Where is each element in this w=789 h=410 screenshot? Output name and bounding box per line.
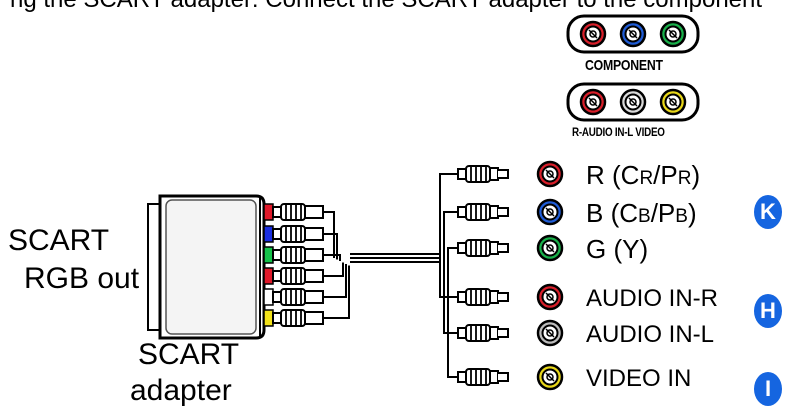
caption-text: ng the SCART adapter: Connect the SCART … bbox=[10, 0, 762, 14]
cable-bundle bbox=[323, 173, 458, 378]
panel-av-jack-icon bbox=[659, 88, 687, 116]
adapter-output-plug bbox=[263, 225, 324, 243]
conn-label-audio-l: AUDIO IN-L bbox=[586, 321, 715, 348]
panel-component-jack-icon bbox=[619, 20, 647, 48]
jack-audio-r-icon bbox=[536, 283, 564, 311]
adapter-label-line1: SCART bbox=[138, 338, 240, 371]
badge-k: K bbox=[754, 195, 782, 229]
adapter-label-line2: adapter bbox=[130, 374, 232, 407]
panel-component-jack-icon bbox=[659, 20, 687, 48]
badge-i: I bbox=[754, 372, 782, 406]
device-rca-plug bbox=[457, 165, 509, 183]
adapter-output-plug bbox=[263, 309, 324, 327]
adapter-output-plug bbox=[263, 203, 324, 221]
conn-label-audio-r: AUDIO IN-R bbox=[586, 285, 718, 312]
conn-label-r: R (CR/PR) bbox=[586, 160, 701, 190]
connector-panel bbox=[566, 14, 700, 122]
adapter-plug-group bbox=[263, 203, 324, 327]
conn-label-b: B (CB/PB) bbox=[586, 198, 697, 228]
device-rca-plug bbox=[457, 239, 509, 257]
jack-audio-l-icon bbox=[536, 319, 564, 347]
panel-av-jack-icon bbox=[579, 88, 607, 116]
audio-video-label: R-AUDIO IN-L VIDEO bbox=[572, 125, 665, 139]
source-label-line1: SCART bbox=[8, 224, 110, 257]
conn-label-g: G (Y) bbox=[586, 234, 649, 264]
device-rca-plug bbox=[457, 288, 509, 306]
adapter-output-plug bbox=[263, 288, 324, 306]
jack-video-icon bbox=[536, 363, 564, 391]
panel-component-jack-icon bbox=[579, 20, 607, 48]
adapter-output-plug bbox=[263, 246, 324, 264]
component-label: COMPONENT bbox=[585, 57, 663, 74]
scart-adapter bbox=[147, 194, 266, 340]
conn-label-video: VIDEO IN bbox=[586, 365, 692, 392]
source-label-line2: RGB out bbox=[24, 262, 140, 295]
badge-h: H bbox=[754, 294, 782, 328]
jack-g-icon bbox=[536, 234, 564, 262]
device-plug-group bbox=[457, 160, 564, 391]
adapter-output-plug bbox=[263, 267, 324, 285]
device-rca-plug bbox=[457, 324, 509, 342]
jack-b-icon bbox=[536, 198, 564, 226]
jack-r-icon bbox=[536, 160, 564, 188]
panel-av-jack-icon bbox=[619, 88, 647, 116]
device-rca-plug bbox=[457, 368, 509, 386]
device-rca-plug bbox=[457, 203, 509, 221]
